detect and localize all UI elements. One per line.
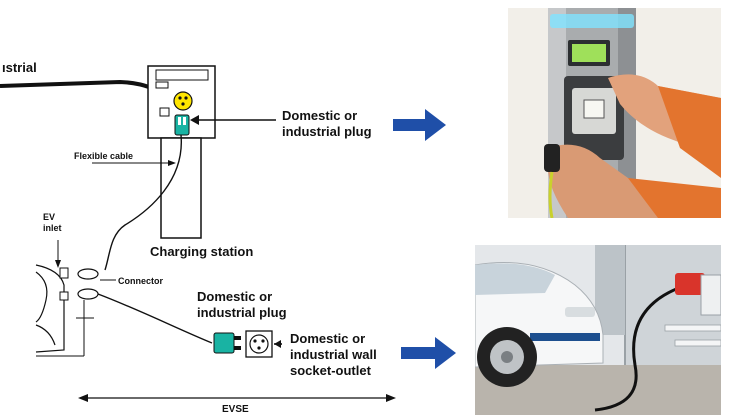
blue-arrow-bottom-icon bbox=[401, 337, 456, 369]
connector-top bbox=[77, 268, 99, 280]
charging-post-illustration bbox=[508, 8, 721, 218]
connector-label: Connector bbox=[118, 276, 163, 286]
station-plug-icon bbox=[174, 114, 190, 136]
station-panel-top bbox=[155, 69, 209, 81]
portable-cable bbox=[97, 293, 213, 344]
charging-station-label: Charging station bbox=[150, 244, 254, 259]
station-panel-small bbox=[159, 107, 170, 117]
portable-plug-icon bbox=[213, 332, 235, 354]
evse-label: EVSE bbox=[222, 404, 249, 415]
industrial-supply-line bbox=[0, 79, 172, 100]
ev-inlet-icon bbox=[59, 267, 69, 279]
car-outline bbox=[35, 264, 65, 353]
domestic-plug-top-label: Domestic or industrial plug bbox=[282, 108, 372, 139]
blue-arrow-top-icon bbox=[393, 109, 446, 141]
car-charging-photo bbox=[475, 245, 721, 415]
flexible-cable-label: Flexible cable bbox=[74, 151, 134, 161]
domestic-plug-bottom-label: Domestic or industrial plug bbox=[197, 289, 287, 320]
station-cable bbox=[104, 134, 182, 271]
station-socket-icon bbox=[173, 91, 193, 111]
industrial-label: ıstrial bbox=[2, 60, 37, 75]
socket-outlet-label: Domestic or industrial wall socket-outle… bbox=[290, 331, 377, 378]
charging-post-photo bbox=[508, 8, 721, 218]
car-charging-illustration bbox=[475, 245, 721, 415]
connector-bottom bbox=[77, 288, 99, 300]
station-panel-mid bbox=[155, 81, 169, 89]
charging-station-post bbox=[160, 137, 202, 239]
ev-inlet-label: EV inlet bbox=[43, 212, 62, 233]
